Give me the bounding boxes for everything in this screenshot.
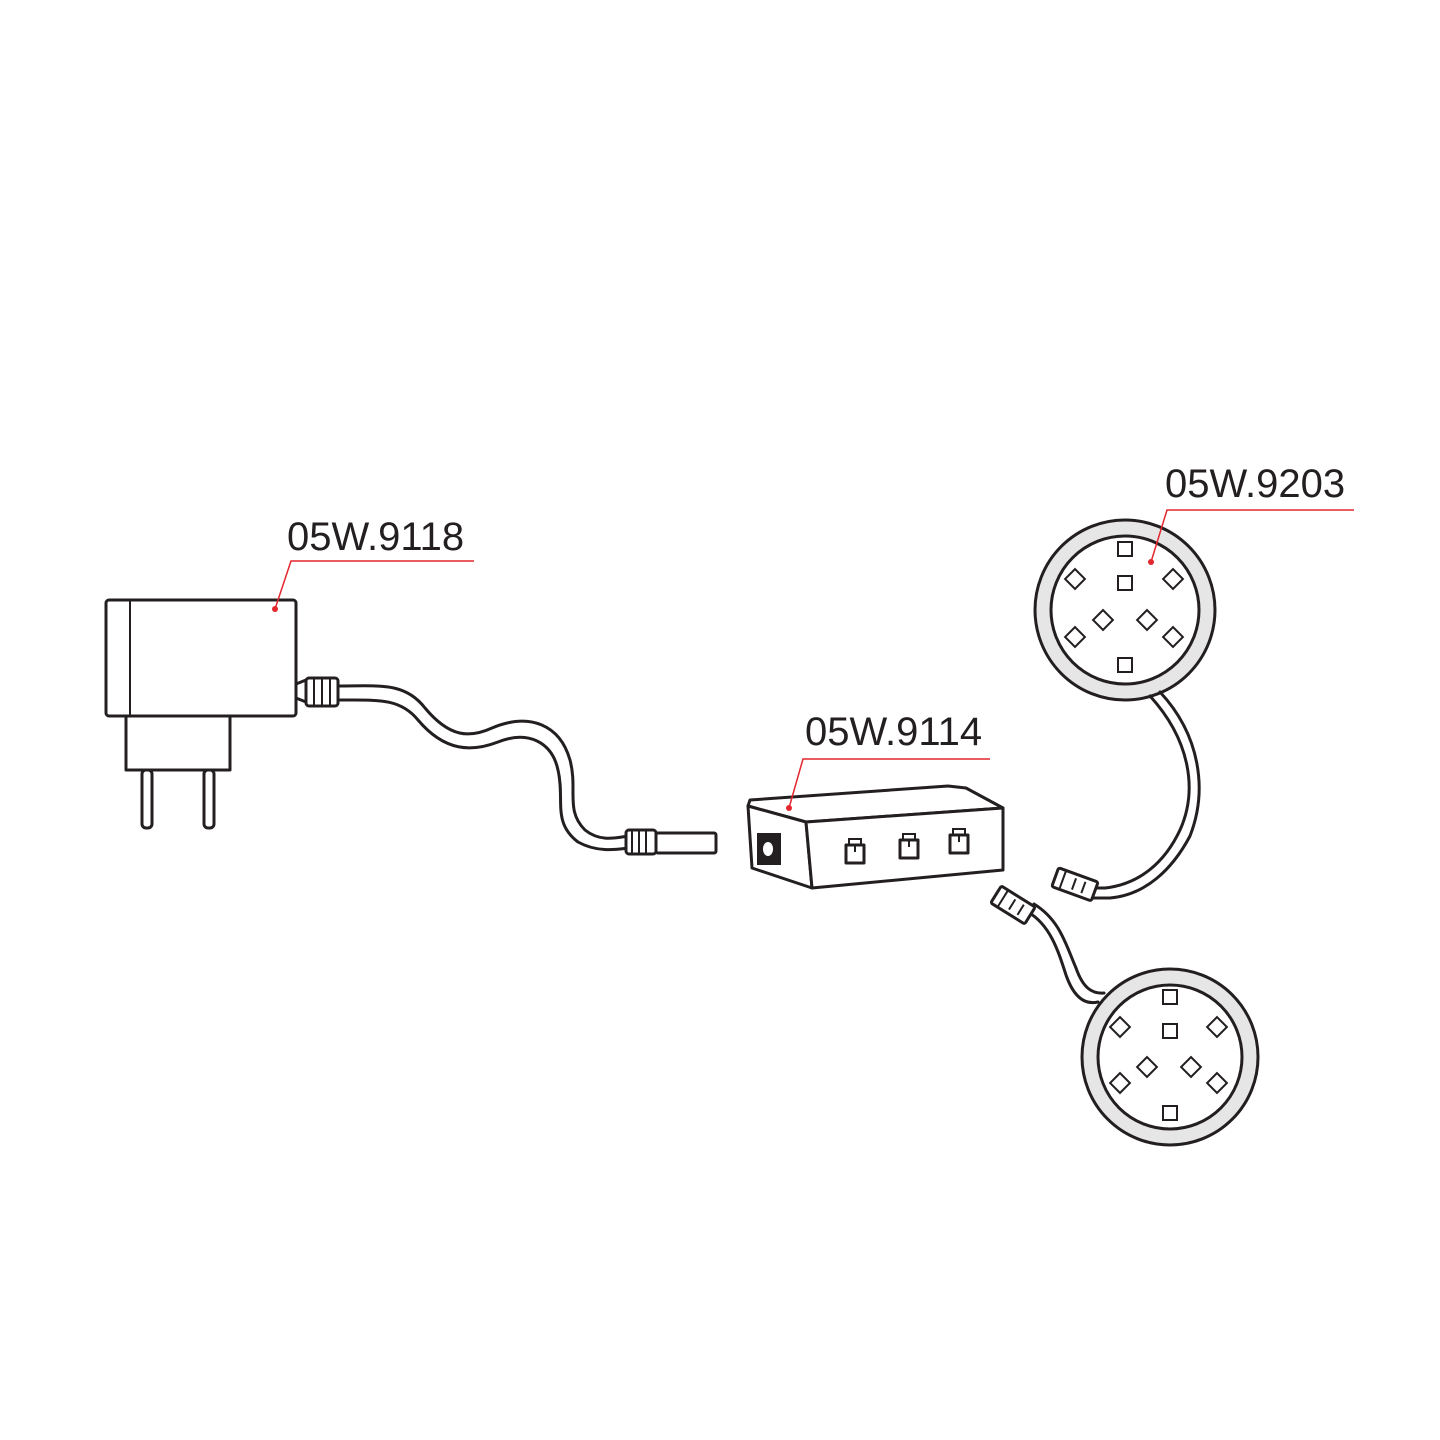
callout-hub: 05W.9114	[786, 710, 990, 811]
dc-plug	[624, 828, 718, 856]
led-chips-upper	[1063, 541, 1185, 673]
hub-port-3	[948, 828, 970, 855]
led-chips-lower	[1108, 989, 1229, 1121]
distribution-hub	[746, 784, 1005, 890]
hub-port-1	[844, 838, 866, 865]
led-light-lower	[1080, 967, 1260, 1147]
led-light-upper	[1033, 518, 1217, 702]
label-hub: 05W.9114	[805, 710, 982, 754]
label-adapter: 05W.9118	[287, 515, 464, 559]
power-adapter	[104, 598, 340, 830]
led-cable-upper	[1090, 690, 1201, 900]
led-cable-lower	[1026, 902, 1106, 1005]
label-led-light: 05W.9203	[1165, 462, 1345, 506]
connector-upper	[1050, 866, 1100, 902]
hub-port-2	[898, 833, 920, 860]
callout-led-light: 05W.9203	[1148, 462, 1354, 565]
adapter-cable	[336, 684, 630, 852]
callout-adapter: 05W.9118	[272, 515, 474, 612]
connector-lower	[989, 885, 1037, 925]
